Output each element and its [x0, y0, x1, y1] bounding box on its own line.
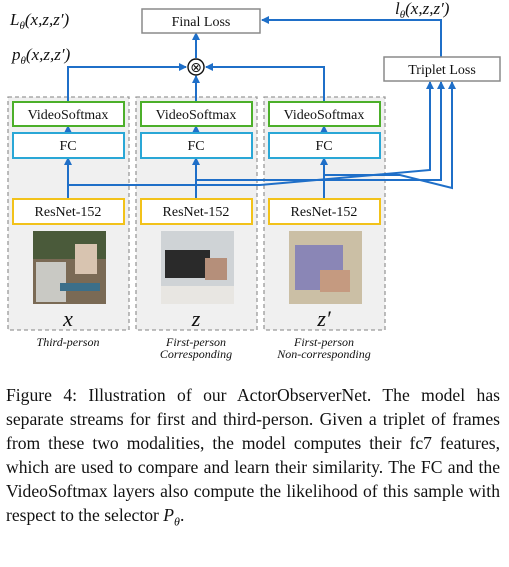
fc-label: FC: [315, 139, 332, 154]
stream-caption-line: Non-corresponding: [276, 347, 371, 361]
frame-image-z-prime: [289, 231, 362, 304]
triplet-loss-label: Triplet Loss: [408, 63, 476, 78]
fc-box: [140, 132, 253, 159]
video-softmax-box: [268, 101, 381, 127]
resnet-box: [268, 198, 381, 225]
video-softmax-box: [140, 101, 253, 127]
triplet-function-label: lθ(x,z,z′): [395, 0, 450, 21]
resnet-box: [140, 198, 253, 225]
fc-box: [12, 132, 125, 159]
video-softmax-label: VideoSoftmax: [156, 108, 237, 123]
stream-variable: x: [62, 306, 73, 331]
video-softmax-label: VideoSoftmax: [28, 108, 109, 123]
frame-image-z: [161, 231, 234, 304]
multiply-symbol: ⊗: [190, 60, 202, 76]
stream-caption-line: First-person: [165, 335, 226, 349]
fc-label: FC: [59, 139, 76, 154]
video-softmax-box: [12, 101, 125, 127]
resnet-label: ResNet-152: [35, 205, 102, 220]
frame-image-x: [33, 231, 106, 304]
stream-caption-line: Third-person: [37, 335, 100, 349]
figure-caption: Figure 4: Illustration of our ActorObser…: [6, 385, 500, 529]
probability-label: pθ(x,z,z′): [11, 45, 71, 67]
final-loss-box: [141, 8, 261, 34]
resnet-label: ResNet-152: [163, 205, 230, 220]
resnet-box: [12, 198, 125, 225]
fc-box: [268, 132, 381, 159]
architecture-diagram: Final Loss Triplet Loss ⊗ Lθ(x,z,z′) pθ(…: [7, 0, 501, 361]
stream-variable: z′: [316, 306, 332, 331]
stream-caption-line: Corresponding: [160, 347, 232, 361]
multiply-node: [187, 58, 205, 76]
loss-function-label: Lθ(x,z,z′): [9, 10, 70, 32]
final-loss-label: Final Loss: [172, 15, 231, 30]
stream-variable: z: [191, 306, 201, 331]
triplet-loss-box: [383, 56, 501, 82]
fc-label: FC: [187, 139, 204, 154]
resnet-label: ResNet-152: [291, 205, 358, 220]
stream-caption-line: First-person: [293, 335, 354, 349]
video-softmax-label: VideoSoftmax: [284, 108, 365, 123]
